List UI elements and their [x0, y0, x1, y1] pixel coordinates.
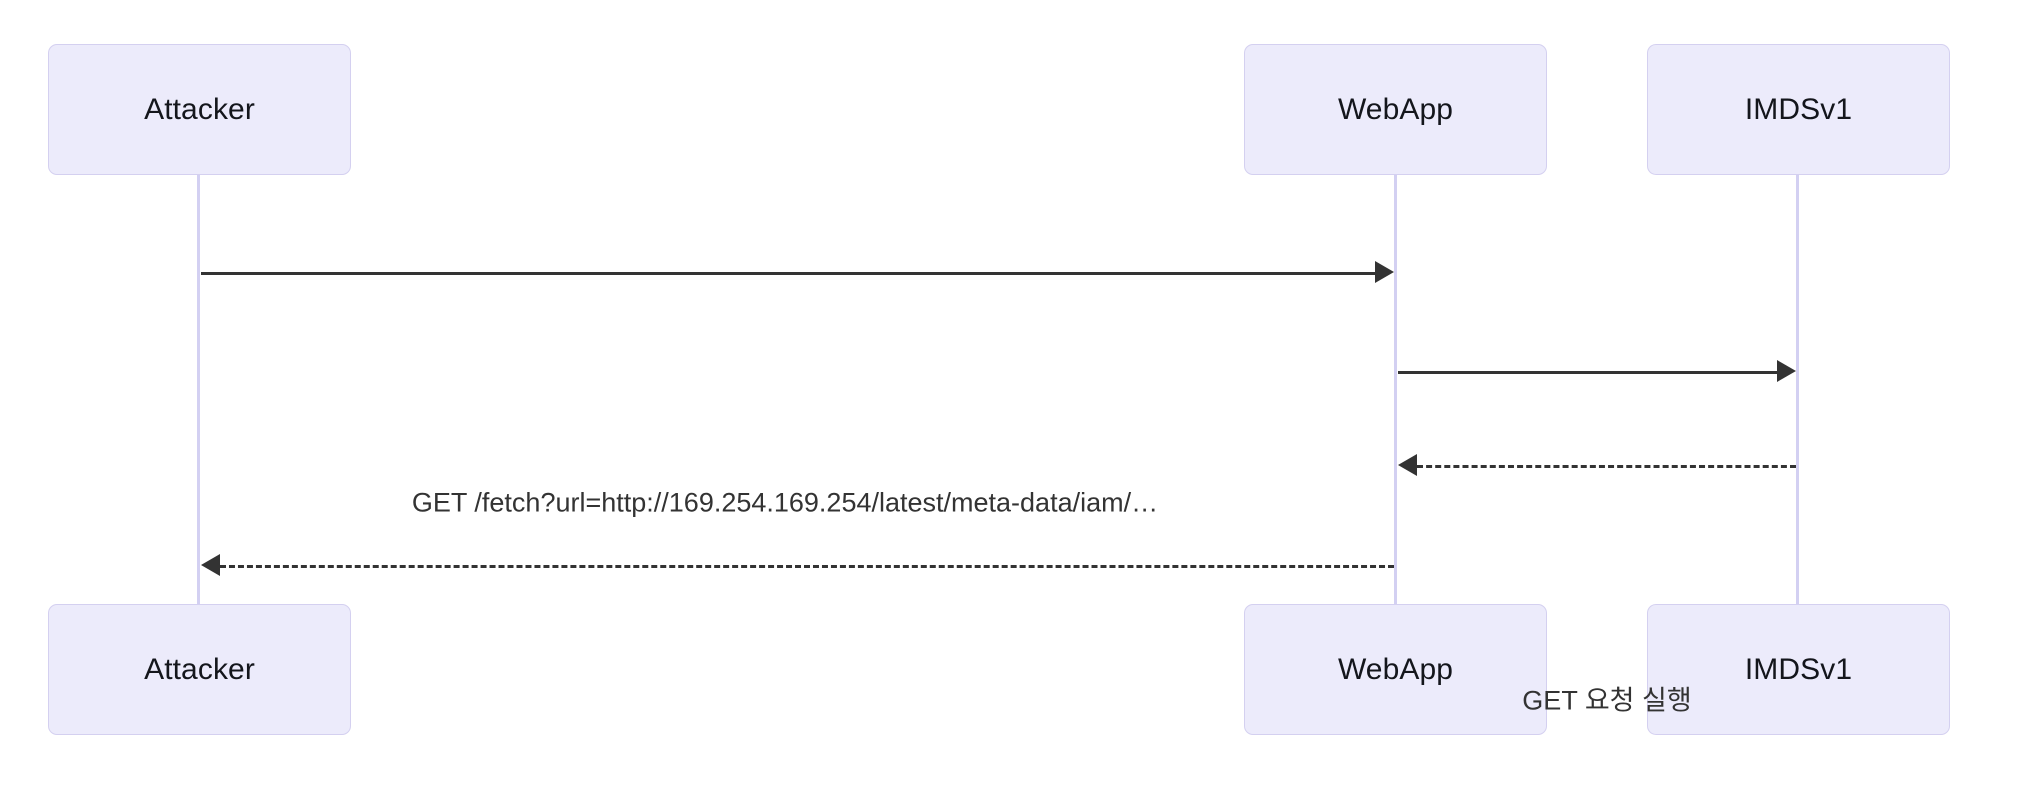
- message-1-label: GET /fetch?url=http://169.254.169.254/la…: [411, 487, 1159, 518]
- participant-label-webapp-bottom: WebApp: [1337, 652, 1454, 686]
- participant-box-webapp-bottom[interactable]: WebApp: [1244, 604, 1547, 735]
- message-3-line: [1417, 465, 1796, 468]
- participant-label-imdsv1-top: IMDSv1: [1744, 92, 1853, 126]
- participant-label-attacker-bottom: Attacker: [144, 652, 255, 686]
- message-2-label: GET 요청 실행: [1522, 685, 1692, 716]
- lifeline-webapp: [1394, 175, 1397, 604]
- message-2-line: [1398, 371, 1777, 374]
- lifeline-imdsv1: [1796, 175, 1799, 604]
- participant-label-attacker-top: Attacker: [144, 92, 255, 126]
- participant-box-attacker-bottom[interactable]: Attacker: [48, 604, 351, 735]
- participant-box-attacker-top[interactable]: Attacker: [48, 44, 351, 175]
- participant-box-webapp-top[interactable]: WebApp: [1244, 44, 1547, 175]
- lifeline-attacker: [197, 175, 200, 604]
- message-4-arrowhead: [201, 554, 220, 576]
- participant-box-imdsv1-bottom[interactable]: IMDSv1: [1647, 604, 1950, 735]
- participant-label-imdsv1-bottom: IMDSv1: [1744, 652, 1853, 686]
- participant-box-imdsv1-top[interactable]: IMDSv1: [1647, 44, 1950, 175]
- message-4-line: [220, 565, 1394, 568]
- message-2-arrowhead: [1777, 360, 1796, 382]
- message-3-arrowhead: [1398, 454, 1417, 476]
- message-1-arrowhead: [1375, 261, 1394, 283]
- participant-label-webapp-top: WebApp: [1337, 92, 1454, 126]
- message-1-line: [201, 272, 1375, 275]
